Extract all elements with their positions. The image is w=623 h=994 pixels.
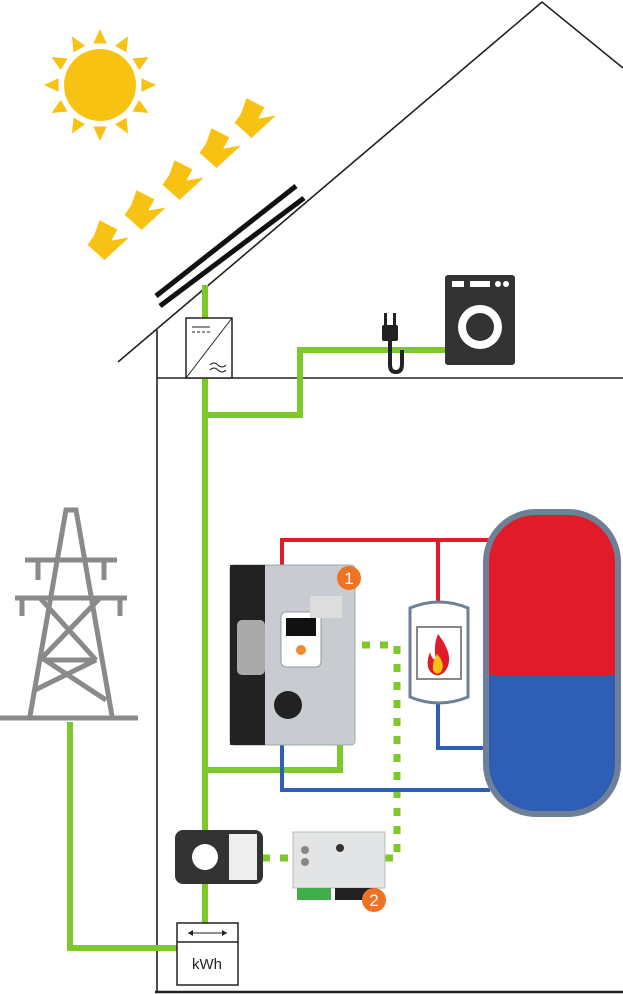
cold-pipes bbox=[280, 702, 490, 792]
sun-ray bbox=[72, 117, 86, 134]
badge-1-label: 1 bbox=[344, 569, 353, 588]
power-pylon-icon bbox=[0, 507, 138, 721]
sunlight-arrows-icon bbox=[87, 98, 276, 261]
sunlight-arrow bbox=[234, 98, 276, 139]
sunlight-arrow bbox=[162, 160, 204, 201]
sun-ray bbox=[132, 99, 149, 113]
badge-2-label: 2 bbox=[369, 891, 378, 910]
sun-ray bbox=[93, 126, 107, 141]
sunlight-arrow bbox=[87, 220, 129, 261]
hot-pipes bbox=[280, 538, 490, 604]
house-outline bbox=[117, 0, 623, 994]
sun-ray bbox=[51, 57, 68, 71]
sun-icon bbox=[44, 29, 156, 141]
meter-label: kWh bbox=[192, 956, 222, 973]
badge-2: 2 bbox=[362, 888, 386, 912]
sun-ray bbox=[93, 29, 107, 44]
heater-unit-icon bbox=[229, 564, 356, 746]
washing-machine-icon bbox=[445, 275, 515, 365]
current-clamp-icon bbox=[175, 830, 263, 884]
sunlight-arrow bbox=[199, 128, 241, 169]
sun-ray bbox=[44, 78, 59, 92]
sun-ray bbox=[114, 117, 128, 134]
sunlight-arrow bbox=[124, 190, 166, 231]
plug-icon bbox=[382, 313, 404, 375]
solar-panel-icon bbox=[154, 184, 306, 308]
badge-1: 1 bbox=[337, 566, 361, 590]
sun-ray bbox=[114, 36, 128, 53]
hot-water-tank-icon bbox=[483, 509, 621, 817]
sun-ray bbox=[141, 78, 156, 92]
sun-ray bbox=[132, 57, 149, 71]
sun-ray bbox=[72, 36, 86, 53]
sun-ray bbox=[51, 99, 68, 113]
data-link-dotted bbox=[262, 641, 401, 862]
boiler-flame-icon bbox=[408, 600, 470, 705]
inverter-icon bbox=[185, 317, 233, 379]
kwh-meter-icon bbox=[176, 922, 239, 986]
